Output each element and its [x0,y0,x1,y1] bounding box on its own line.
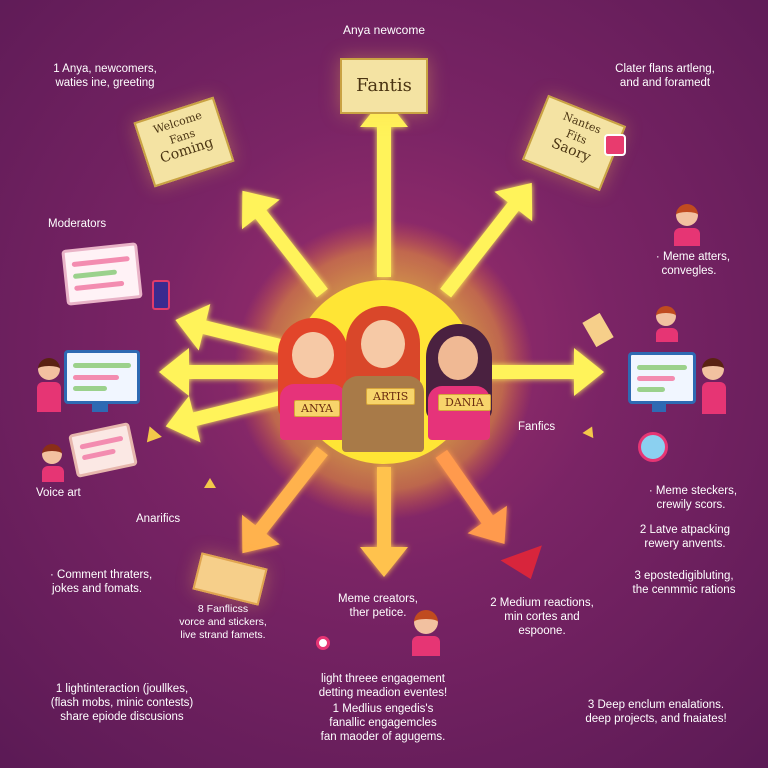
label-line: and and foramedt [619,77,711,89]
pin-icon [316,636,330,650]
label-line: detting meadion eventes! [318,687,448,699]
arrow-1 [242,190,328,298]
label-medius: 1 Medlius engedis's fanallic engagemcles… [288,702,478,744]
label-line: 8 Fanflicss [197,603,249,615]
arrow-5 [165,390,284,443]
character-name-badge: DANIA [438,394,491,411]
arrow-2 [440,182,533,298]
label-line: waties ine, greeting [55,77,155,89]
label-meme-stickers: · Meme steckers, crewily scors. [626,484,756,512]
user-avatar-right [702,358,726,414]
label-comment: · Comment thraters, jokes and fomats. [42,568,152,596]
label-line: · Meme steckers, [648,485,738,497]
phone-icon [152,280,170,310]
label-line: fanallic engagemcles [329,717,437,729]
label-line: 1 lightinteraction (joullkes, [55,683,189,695]
label-line: min cortes and [504,611,580,623]
label-line: ther petice. [349,607,407,619]
label-line: convegles. [661,265,717,277]
label-anarifics: Anarifics [136,513,181,525]
label-fanfics: Fanfics [518,421,556,433]
monitor-stand [652,402,666,412]
label-light-interaction: 1 lightinteraction (joullkes, (flash mob… [22,682,222,724]
top-label: Anya newcome [342,23,426,37]
label-top-left: 1 Anya, newcomers, waties ine, greeting [30,62,180,90]
label-line: 2 Medium reactions, [490,597,594,609]
label-line: 1 Anya, newcomers, [53,63,157,75]
label-voice-art: Voice art [36,487,81,499]
mask-sticker-icon [638,432,668,462]
voice-artist-avatar [42,444,64,482]
user-avatar-left [37,358,61,412]
heart-sticker-icon [604,134,626,156]
right-small-avatar [656,306,678,342]
monitor-stand [92,402,108,412]
label-line: share epiode discusions [60,711,184,723]
meme-artist-avatar [674,204,700,246]
character-name-badge: ANYA [294,400,340,417]
label-line: · Comment thraters, [50,569,153,581]
arrow-6 [484,348,604,396]
arrow-0 [360,97,408,277]
label-line: live strand famets. [180,629,266,641]
label-medium: 2 Medium reactions, min cortes and espoo… [472,596,612,638]
label-latve: 2 Latve atpacking rewery anvents. [610,523,760,551]
meme-creator-avatar [412,610,440,656]
label-line: rewery anvents. [644,538,726,550]
label-line: jokes and fomats. [52,583,143,595]
label-line: Clater flans artleng, [615,63,715,75]
sparkle-icon [204,478,216,488]
label-meme-right: · Meme atters, convegles. [624,250,754,278]
center-sign: Fantis [340,58,428,114]
label-line: vorce and stickers, [179,616,267,628]
label-meme-center: Meme creators, ther petice. [318,592,438,620]
label-line: Meme creators, [338,593,418,605]
arrow-7 [360,467,408,577]
right-monitor [628,352,696,404]
label-line: (flash mobs, minic contests) [50,697,194,709]
label-line: 3 Deep enclum enalations. [587,699,725,711]
character-name-badge: ARTIS [366,388,416,405]
label-line: fan maoder of agugems. [320,731,446,743]
label-line: the cenmmic rations [632,584,736,596]
chat-window [61,242,143,306]
label-epostedl: 3 epostedigibluting, the cenmmic rations [600,569,768,597]
label-line: light threee engagement [320,673,446,685]
label-moderators: Moderators [48,218,107,230]
label-fanflicss: 8 Fanflicss vorce and stickers, live str… [148,603,298,642]
label-line: deep projects, and fnaiates! [585,713,727,725]
label-top-right: Clater flans artleng, and and foramedt [590,62,740,90]
label-line: 2 Latve atpacking [639,524,731,536]
arrow-4 [175,304,284,354]
label-line: · Meme atters, [655,251,731,263]
arrow-8 [242,446,328,554]
label-deep: 3 Deep enclum enalations. deep projects,… [556,698,756,726]
arrow-9 [435,449,507,544]
label-line: 3 epostedigibluting, [634,570,734,582]
center-sign-text: Fantis [356,75,412,96]
label-line: 1 Medlius engedis's [332,703,434,715]
arrow-3 [159,348,279,396]
label-line: crewily scors. [656,499,726,511]
left-monitor [64,350,140,404]
label-line: espoone. [518,625,566,637]
label-light-engagement: light threee engagement detting meadion … [288,672,478,700]
